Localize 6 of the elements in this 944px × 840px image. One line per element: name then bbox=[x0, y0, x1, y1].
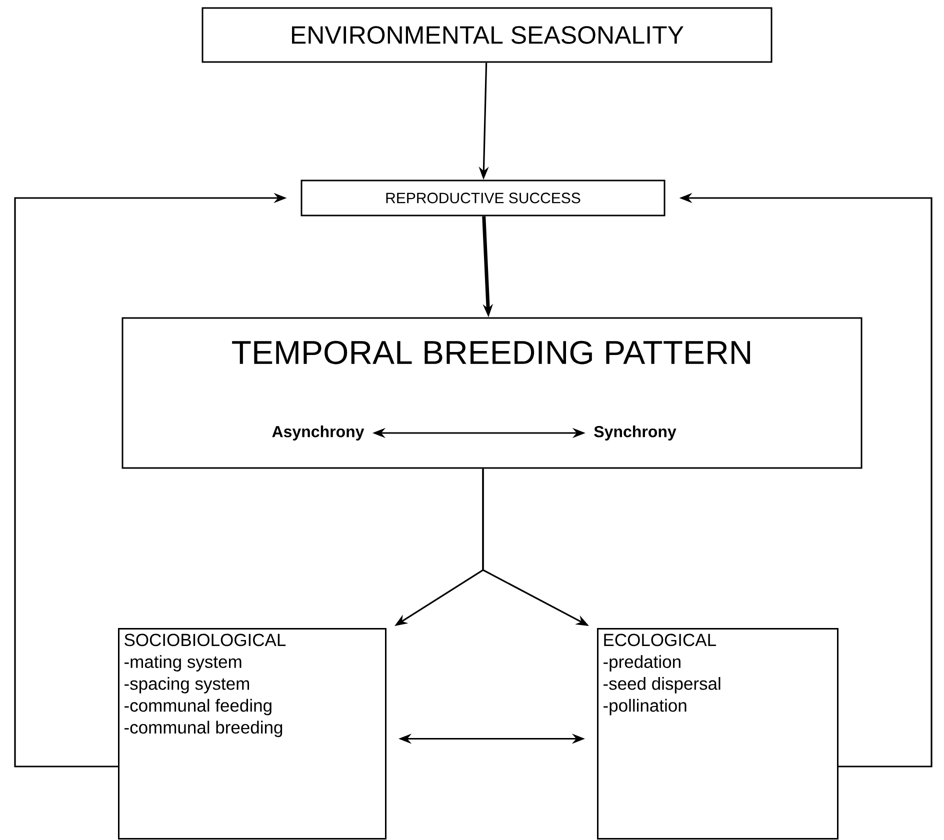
title-box: ENVIRONMENTAL SEASONALITY bbox=[202, 7, 772, 63]
process-box: ECOLOGICAL -predation -seed dispersal -pollination bbox=[597, 628, 839, 840]
text-label: Synchrony bbox=[594, 426, 676, 440]
process-box: SOCIOBIOLOGICAL -mating system -spacing system -communal feeding -communal breeding bbox=[118, 628, 386, 840]
text-label: Asynchrony bbox=[272, 426, 364, 440]
process-box: REPRODUCTIVE SUCCESS bbox=[300, 180, 666, 216]
